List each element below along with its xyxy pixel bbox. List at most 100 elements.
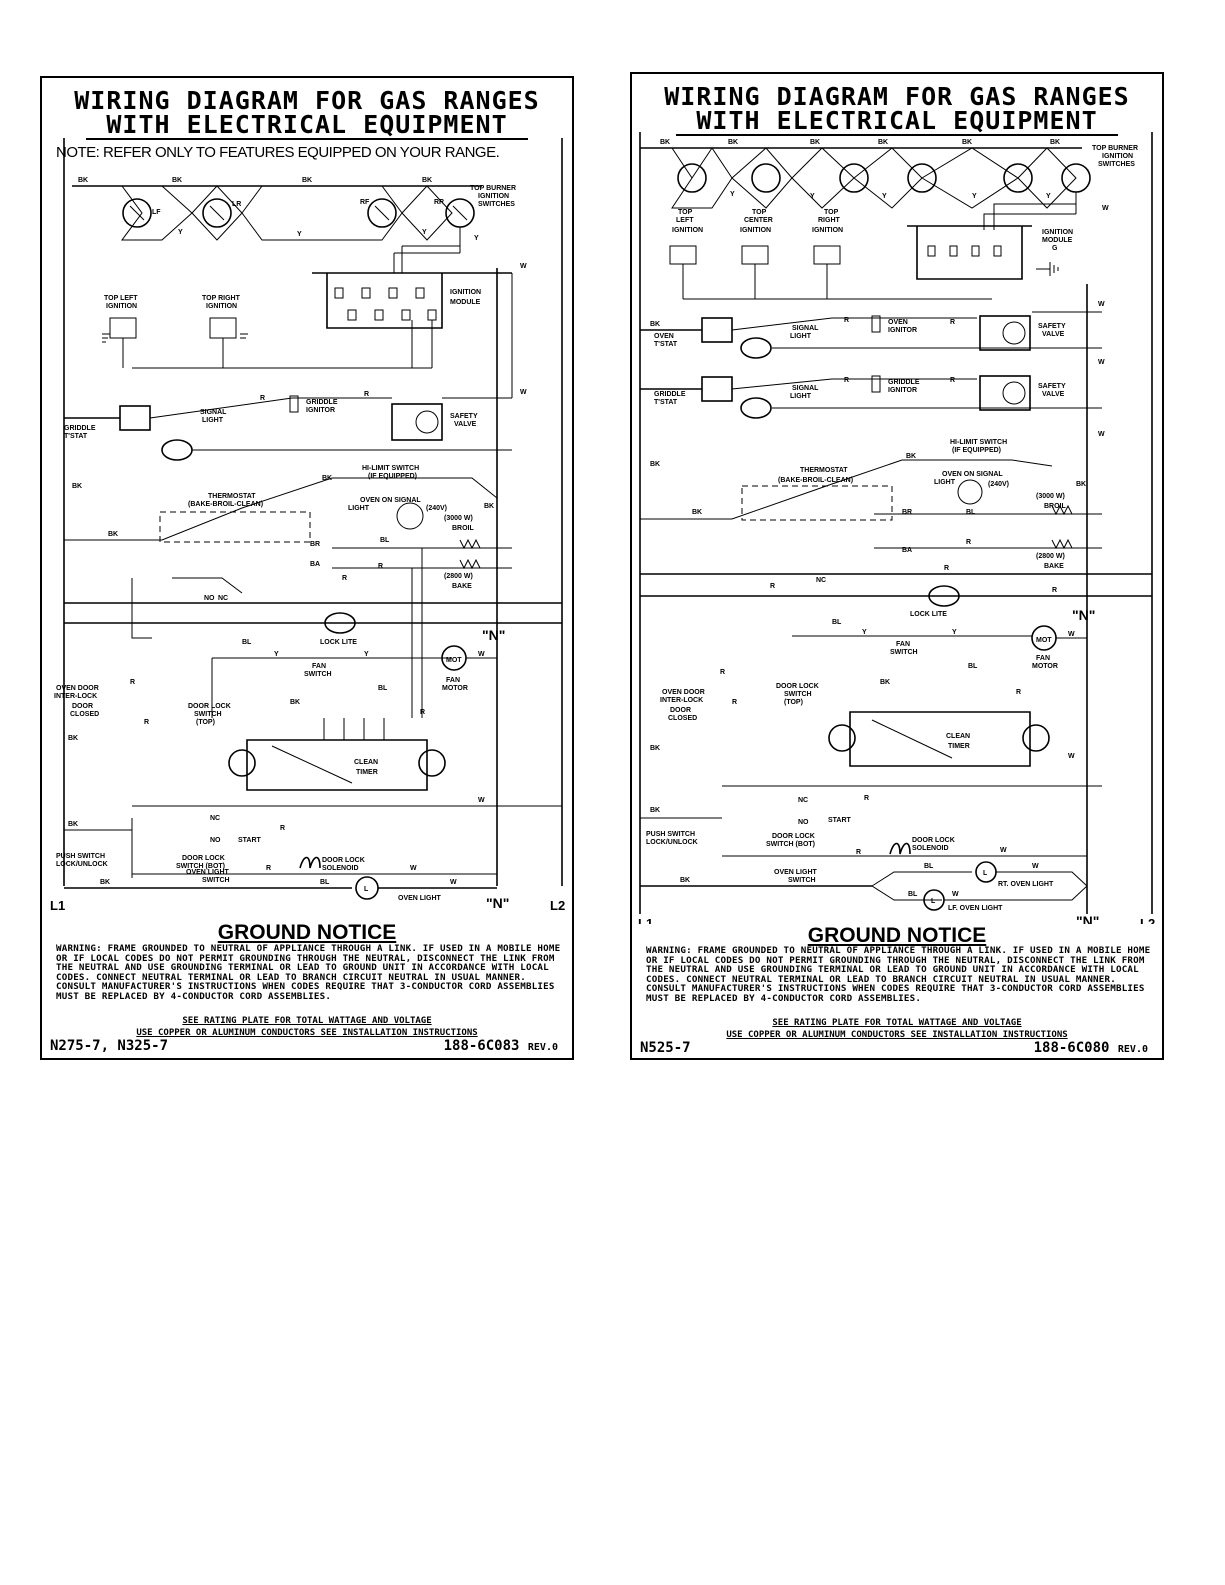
wire-label: VALVE xyxy=(1042,331,1065,338)
wire-label: SWITCH xyxy=(788,877,816,884)
diagram-title-line2: WITH ELECTRICAL EQUIPMENT xyxy=(696,106,1098,135)
wire-label: BROIL xyxy=(1044,503,1067,510)
wire-label: MOTOR xyxy=(1032,663,1058,670)
title-rule xyxy=(86,138,528,140)
wire-label: BK xyxy=(100,879,110,886)
wire-label: BK xyxy=(906,453,916,460)
signal-light-icon xyxy=(161,439,193,461)
label-lf: LF xyxy=(152,209,161,216)
wire-label: (240V) xyxy=(988,481,1009,488)
label-fan-motor: FAN xyxy=(446,677,460,684)
label-griddle-ignitor: GRIDDLE xyxy=(888,379,920,386)
label-lr: LR xyxy=(232,201,241,208)
label-l2: L2 xyxy=(550,898,565,913)
wire-label: R xyxy=(342,575,347,582)
label-interlock: OVEN DOOR xyxy=(56,685,99,692)
ground-notice-heading: GROUND NOTICE xyxy=(217,921,397,944)
clean-timer xyxy=(722,711,1102,787)
oven-control-circuit xyxy=(640,459,1152,597)
wire-label: BL xyxy=(908,891,918,898)
wire-label: BL xyxy=(968,663,978,670)
wire-label: Y xyxy=(474,235,479,242)
label-lock-lite: LOCK LITE xyxy=(910,611,947,618)
wire-label: Y xyxy=(952,629,957,636)
wire-label: MODULE xyxy=(1042,237,1073,244)
wire-label: R xyxy=(420,709,425,716)
wire-label: BK xyxy=(692,509,702,516)
label-fan-switch: FAN xyxy=(896,641,910,648)
wire-label: Y xyxy=(862,629,867,636)
wire-label: G xyxy=(1052,245,1058,252)
wire-label: IGNITOR xyxy=(888,327,917,334)
wire-label: SAFETY xyxy=(1038,383,1066,390)
label-neutral-mid: "N" xyxy=(482,627,505,643)
wire-label: W xyxy=(1098,431,1105,438)
wire-label: W xyxy=(1032,863,1039,870)
warning-text: WARNING: FRAME GROUNDED TO NEUTRAL OF AP… xyxy=(646,945,1151,1004)
wire-label: (IF EQUIPPED) xyxy=(368,473,417,480)
wire-label: BL xyxy=(378,685,388,692)
wire-label: NC xyxy=(210,815,220,822)
wire-label: R xyxy=(1016,689,1021,696)
label-door-lock-bot: DOOR LOCK xyxy=(182,855,225,862)
wire-label: T'STAT xyxy=(654,341,678,348)
wire-label: RIGHT xyxy=(818,217,841,224)
wire-label: BK xyxy=(290,699,300,706)
door-lock-solenoid-icon xyxy=(299,856,321,869)
wire-label: R xyxy=(260,395,265,402)
wire-label: Y xyxy=(297,231,302,238)
wire-label: Y xyxy=(422,229,427,236)
model-numbers: N525-7 xyxy=(640,1040,691,1056)
wire-label: BK xyxy=(322,475,332,482)
label-door-lock-bot: DOOR LOCK xyxy=(772,833,815,840)
wire-label: LOCK/UNLOCK xyxy=(646,839,698,846)
wire-label: IGNITION xyxy=(740,227,771,234)
wire-label: NO xyxy=(210,837,221,844)
feature-note: NOTE: REFER ONLY TO FEATURES EQUIPPED ON… xyxy=(56,144,500,161)
label-oven-light: OVEN LIGHT xyxy=(398,895,442,902)
label-lf-oven-light: LF. OVEN LIGHT xyxy=(948,905,1003,912)
label-top-left-ignition: TOP LEFT xyxy=(104,295,138,302)
wire-label: SIGNAL xyxy=(792,385,819,392)
label-bake: (2800 W) xyxy=(1036,553,1065,560)
wire-label: SWITCH xyxy=(784,691,812,698)
wire-label: (240V) xyxy=(426,505,447,512)
wire-label: NO xyxy=(798,819,809,826)
label-oven-on-light: OVEN ON SIGNAL xyxy=(360,497,421,504)
schematic-right: BK BK BK BK BK BK Y Y Y Y Y TOP BURNER I… xyxy=(638,132,1155,924)
label-solenoid: DOOR LOCK xyxy=(912,837,955,844)
wire-label: LIGHT xyxy=(934,479,956,486)
wire-label: (BAKE-BROIL-CLEAN) xyxy=(188,501,263,508)
wire-label: NC xyxy=(816,577,826,584)
wire-label: DOOR xyxy=(72,703,93,710)
wire-label: R xyxy=(966,539,971,546)
wire-label: L xyxy=(364,886,369,893)
wire-label: VALVE xyxy=(1042,391,1065,398)
griddle-ignitor-icon xyxy=(289,395,299,413)
diagram-title-line2: WITH ELECTRICAL EQUIPMENT xyxy=(106,110,508,139)
wire-label: BK xyxy=(68,735,78,742)
label-top-center-ignition: TOP xyxy=(752,209,767,216)
wire-label: Y xyxy=(730,191,735,198)
wire-label: SWITCH xyxy=(304,671,332,678)
wire-label: SWITCH (BOT) xyxy=(766,841,815,848)
wire-label: BK xyxy=(680,877,690,884)
part-number: 188-6C083 REV.0 xyxy=(443,1038,558,1054)
wire-label: IGNITION xyxy=(478,193,509,200)
label-hi-limit: HI-LIMIT SWITCH xyxy=(362,465,419,472)
wire-label: BK xyxy=(650,745,660,752)
wire-label: LIGHT xyxy=(202,417,224,424)
label-rf: RF xyxy=(360,199,370,206)
wire-label: IGNITION xyxy=(1102,153,1133,160)
wire-label: BK xyxy=(72,483,82,490)
wire-label: SWITCH xyxy=(194,711,222,718)
wire-label: IGNITION xyxy=(672,227,703,234)
wire-label: L xyxy=(931,898,936,905)
griddle-circuit xyxy=(64,273,513,461)
wire-label: CLOSED xyxy=(668,715,697,722)
wire-label: W xyxy=(1000,847,1007,854)
oven-tstat-circuit xyxy=(640,311,1102,359)
wire-label: BK xyxy=(68,821,78,828)
wire-label: MODULE xyxy=(450,299,481,306)
label-neutral: "N" xyxy=(486,895,509,911)
